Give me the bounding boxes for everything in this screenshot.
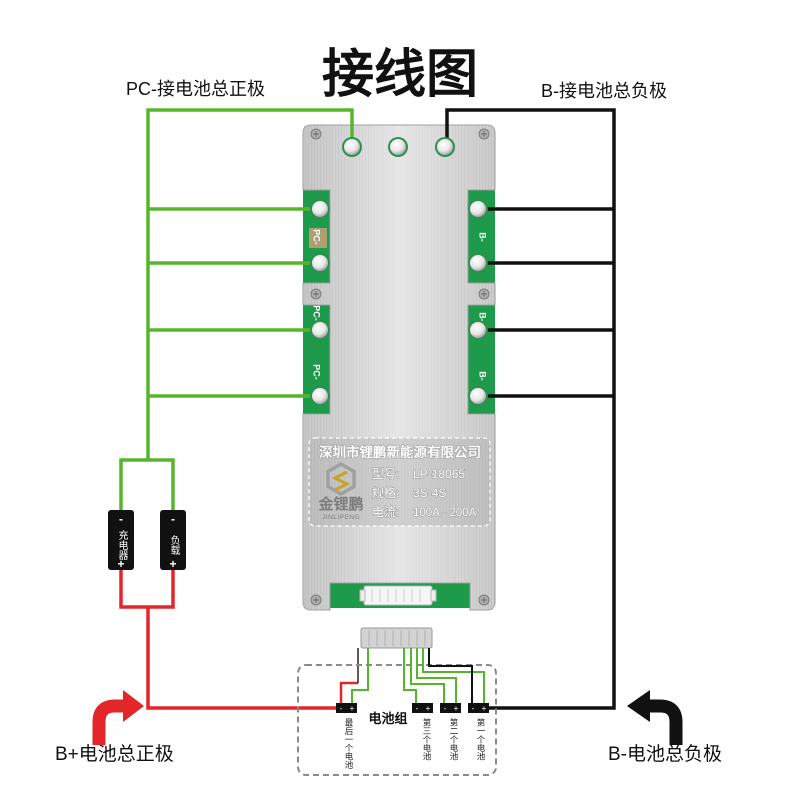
svg-text:+: +: [350, 704, 355, 713]
cell-label-last: 最后一个电池: [344, 718, 354, 769]
brand-name-en: JINLIPENG: [322, 514, 360, 521]
label-block: [308, 437, 491, 527]
b-wire-trunk: [445, 108, 616, 710]
logo-mark-icon: [331, 470, 351, 492]
terminal-bolt: [310, 386, 330, 406]
positive-wire-to-battery: [146, 607, 336, 710]
charger-minus: -: [119, 512, 123, 526]
svg-text:+: +: [454, 704, 459, 713]
screw: [478, 288, 490, 300]
pcb-pads: [309, 228, 327, 248]
balance-wire: [403, 648, 417, 703]
page-title: 接线图: [322, 46, 478, 104]
b-total-negative-label: B-接电池总负极: [541, 81, 667, 101]
spec-label: 规格:: [372, 485, 399, 500]
b-mark: B-: [478, 232, 488, 242]
charger-label: 充电器: [116, 530, 127, 560]
b-mark: B-: [478, 312, 488, 322]
charger-box: [108, 510, 134, 570]
pc-mark: PC-: [312, 229, 322, 245]
metal-plate-texture: [303, 125, 495, 610]
balance-wire: [416, 648, 457, 703]
pc-wire-to-devices: [119, 458, 175, 510]
screw: [310, 288, 322, 300]
positive-wire-devices: [119, 570, 175, 609]
svg-text:-: -: [340, 704, 343, 713]
balance-wire: [351, 648, 369, 703]
terminal-bolt: [388, 137, 408, 157]
terminal-bolt: [310, 320, 330, 340]
hexagon-icon: [326, 461, 356, 497]
cell-label-third: 第三个电池: [422, 718, 432, 761]
current-value: 100A - 200A: [413, 507, 477, 519]
pc-mark: PC-: [312, 364, 322, 380]
arrow-left-icon: [627, 690, 683, 745]
load-plus: +: [169, 557, 176, 571]
b-mark: B-: [478, 371, 488, 381]
screw: [478, 128, 490, 140]
terminal-bolt: [468, 253, 488, 273]
cell-terminal: - +: [336, 703, 357, 713]
terminal-bolt: [310, 253, 330, 273]
balance-plug: [360, 627, 433, 649]
terminal-bolt: [310, 199, 330, 219]
model-value: LP-18065: [413, 467, 465, 481]
cell-terminal: - +: [468, 703, 489, 713]
brand-name: 金锂鹏: [317, 495, 363, 513]
b-minus-label: B-电池总负极: [608, 743, 722, 765]
brand-logo: 金锂鹏 JINLIPENG: [317, 461, 364, 521]
cell-terminal: - +: [440, 703, 461, 713]
svg-text:+: +: [482, 704, 487, 713]
cell-terminal: - +: [412, 703, 433, 713]
load-label: 负载: [168, 535, 179, 555]
cell-label-first: 第一个电池: [476, 718, 486, 761]
b-plus-label: B+电池总正极: [55, 743, 174, 765]
pc-total-positive-label: PC-接电池总正极: [126, 79, 265, 99]
bms-board: PC- PC- PC- B- B- B- 深圳市锂鹏新能源有限公司 金锂鹏 JI…: [302, 124, 496, 611]
screw: [310, 128, 322, 140]
current-label: 电流:: [372, 505, 399, 519]
svg-text:+: +: [426, 704, 431, 713]
load-minus: -: [171, 512, 175, 526]
model-label: 型号:: [372, 467, 399, 481]
cell-label-second: 第二个电池: [449, 718, 459, 761]
positive-wire-balance: [339, 681, 358, 703]
pc-mark: PC-: [312, 305, 322, 321]
battery-pack-outline: [297, 664, 497, 776]
svg-text:-: -: [472, 704, 475, 713]
spec-value: 3S-4S: [413, 486, 446, 500]
arrow-right-icon: [92, 690, 144, 745]
company-name: 深圳市锂鹏新能源有限公司: [319, 444, 481, 460]
load-box: [160, 510, 186, 570]
screw: [310, 594, 322, 606]
battery-pack-title: 电池组: [368, 711, 407, 726]
balance-wire: [410, 648, 445, 703]
load: - +: [160, 510, 186, 571]
screw: [478, 594, 490, 606]
terminal-bolt: [435, 137, 455, 157]
svg-text:-: -: [444, 704, 447, 713]
charger: - +: [108, 510, 134, 571]
charger-plus: +: [117, 557, 124, 571]
pc-wire-trunk: [146, 108, 354, 460]
svg-text:-: -: [416, 704, 419, 713]
terminal-bolt: [468, 320, 488, 340]
terminal-bolt: [342, 137, 362, 157]
board-connector: [359, 585, 437, 606]
balance-wire-negative: [428, 648, 473, 703]
terminal-bolt: [468, 386, 488, 406]
balance-wire: [422, 648, 485, 703]
terminal-bolt: [468, 199, 488, 219]
